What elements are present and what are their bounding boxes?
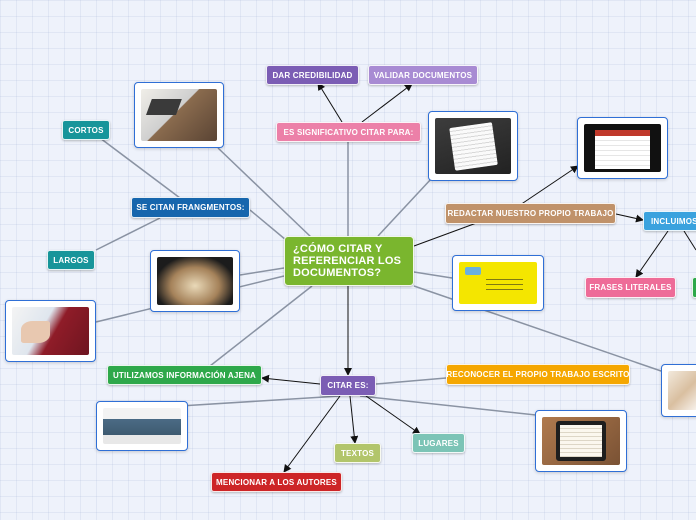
edge-fragmentos-cortos (99, 137, 181, 199)
edge-fragmentos-largos (95, 217, 161, 251)
node-lugares[interactable]: LUGARES (412, 433, 465, 453)
edge-central-fragmentos (249, 209, 287, 241)
arrow-incluimos-frases (635, 230, 669, 278)
hand-document-image (668, 371, 696, 410)
arrow-significativo-validar (361, 83, 413, 123)
node-utilizamos[interactable]: UTILIZAMOS INFORMACIÓN AJENA (107, 365, 262, 385)
typing-laptop-image (103, 408, 181, 444)
arrow-citar-mencionar (283, 395, 341, 473)
node-validar-documentos[interactable]: VALIDAR DOCUMENTOS (368, 65, 478, 85)
node-textos[interactable]: TEXTOS (334, 443, 381, 463)
edge-citar-reader-card (359, 395, 546, 417)
apa-norms-image (459, 262, 537, 304)
image-card-tablet (428, 111, 518, 181)
image-card-screen (577, 117, 668, 179)
hand-writing-image (12, 307, 89, 355)
image-card-laptop (134, 82, 224, 148)
node-frases-literales[interactable]: FRASES LITERALES (585, 277, 676, 298)
image-card-reader (535, 410, 627, 472)
image-card-yellow (452, 255, 544, 311)
tablet-reading-image (435, 118, 511, 174)
edge-central-tablet-card (377, 177, 433, 237)
node-redactar[interactable]: REDACTAR NUESTRO PROPIO TRABAJO (445, 203, 616, 224)
node-reconocer[interactable]: RECONOCER EL PROPIO TRABAJO ESCRITO (446, 364, 630, 385)
image-card-hand (661, 364, 696, 417)
image-card-typing (96, 401, 188, 451)
arrow-significativo-credibilidad (317, 82, 343, 123)
arrow-redactar-screen-card (519, 165, 579, 206)
node-citar-es[interactable]: CITAR ES: (320, 375, 376, 396)
node-cortos[interactable]: CORTOS (62, 120, 110, 140)
node-es-significativo[interactable]: ES SIGNIFICATIVO CITAR PARA: (276, 122, 421, 142)
edge-central-yellow-card (413, 271, 453, 279)
node-dar-credibilidad[interactable]: DAR CREDIBILIDAD (266, 65, 359, 85)
node-largos[interactable]: LARGOS (47, 250, 95, 270)
edge-central-utilizamos (209, 285, 313, 367)
arrow-citar-textos (349, 395, 359, 444)
arrow-incluimos-green (683, 230, 696, 251)
ebook-reader-image (542, 417, 620, 465)
arrow-redactar-incluimos (615, 213, 644, 223)
open-books-image (157, 257, 233, 305)
edge-central-books-card (239, 267, 285, 276)
node-green-partial[interactable] (692, 277, 696, 298)
node-mencionar[interactable]: MENCIONAR A LOS AUTORES (211, 472, 342, 492)
arrow-citar-lugares (365, 395, 421, 435)
document-screen-image (584, 124, 661, 172)
image-card-writing (5, 300, 96, 362)
laptop-writing-image (141, 89, 217, 141)
edge-citar-typing-card (179, 395, 341, 407)
image-card-books (150, 250, 240, 312)
node-incluimos[interactable]: INCLUIMOS (643, 211, 696, 231)
central-topic[interactable]: ¿CÓMO CITAR Y REFERENCIAR LOS DOCUMENTOS… (284, 236, 414, 286)
arrow-citar-utilizamos (261, 374, 321, 385)
node-se-citan-fragmentos[interactable]: SE CITAN FRANGMENTOS: (131, 197, 250, 218)
edge-central-laptop-card (217, 147, 313, 239)
edge-citar-reconocer (375, 377, 447, 385)
